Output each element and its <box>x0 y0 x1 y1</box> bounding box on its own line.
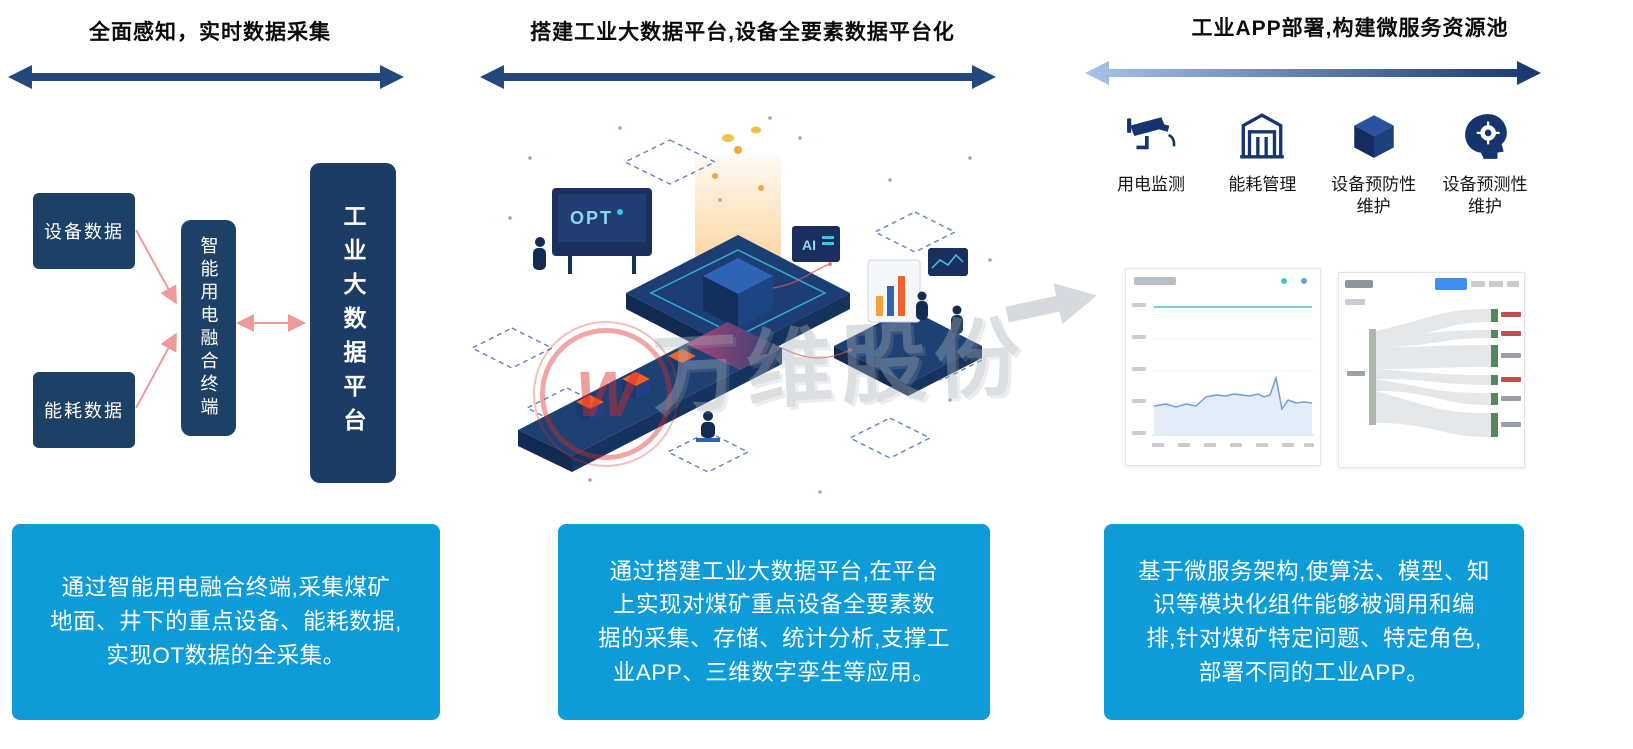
app-label: 设备预测性 维护 <box>1442 175 1528 217</box>
chart-tab-active <box>1435 278 1467 290</box>
column1-description-box: 通过智能用电融合终端,采集煤矿 地面、井下的重点设备、能耗数据, 实现OT数据的… <box>12 524 440 720</box>
watermark-stamp-letter: W <box>575 358 637 430</box>
app-power-monitoring: 用电监测 <box>1098 110 1204 218</box>
bidirectional-arrow-middle <box>480 65 996 89</box>
ai-panel-text: AI <box>802 237 816 253</box>
column2-title: 搭建工业大数据平台,设备全要素数据平台化 <box>530 21 955 44</box>
analytics-station <box>834 248 982 396</box>
platform-illustration: OPT AI <box>470 116 992 494</box>
watermark-stamp: W <box>533 321 679 467</box>
fusion-terminal-box: 智能用电融合终端 <box>181 220 236 436</box>
app-predictive-maintenance: 设备预测性 维护 <box>1432 110 1538 218</box>
flow-connector-arrows <box>135 229 306 409</box>
column2-description-box: 通过搭建工业大数据平台,在平台 上实现对煤矿重点设备全要素数 据的采集、存储、统… <box>558 524 990 720</box>
power-trend-chart-card <box>1125 268 1321 466</box>
column3-description: 基于微服务架构,使算法、模型、知 识等模块化组件能够被调用和编 排,针对煤矿特定… <box>1138 558 1490 685</box>
app-label: 能耗管理 <box>1228 175 1297 194</box>
watermark-company-text: 万维股份 <box>650 309 1031 425</box>
watermark-arrow-icon <box>1005 283 1097 325</box>
column2-description: 通过搭建工业大数据平台,在平台 上实现对煤矿重点设备全要素数 据的采集、存储、统… <box>598 558 950 685</box>
column1-description: 通过智能用电融合终端,采集煤矿 地面、井下的重点设备、能耗数据, 实现OT数据的… <box>50 575 402 668</box>
sankey-diagram-icon <box>1345 278 1521 437</box>
fusion-terminal-label: 智能用电融合终端 <box>198 236 219 420</box>
people-figures <box>533 237 963 442</box>
decor-dots-icon <box>508 116 992 494</box>
app-energy-management: 能耗管理 <box>1209 110 1315 218</box>
energy-data-box: 能耗数据 <box>33 372 135 448</box>
opt-screen-text: OPT <box>570 208 613 228</box>
device-data-box: 设备数据 <box>33 193 135 269</box>
cctv-camera-icon <box>1127 117 1176 150</box>
app-icons-row: 用电监测 能耗管理 设备预防性 维护 <box>1098 110 1538 218</box>
ai-panel: AI <box>792 226 840 262</box>
ai-head-icon <box>1465 114 1507 159</box>
bidirectional-arrow-right <box>1085 61 1541 85</box>
big-data-platform-label: 工业大数据平台 <box>340 204 366 442</box>
connector-lines <box>772 262 852 359</box>
warehouse-icon <box>1240 113 1285 159</box>
app-label: 设备预防性 维护 <box>1331 175 1417 217</box>
opt-screen: OPT <box>552 188 652 274</box>
app-label: 用电监测 <box>1117 175 1185 194</box>
big-data-platform-box: 工业大数据平台 <box>310 163 396 483</box>
floating-particles-icon <box>712 126 764 191</box>
app-preventive-maintenance: 设备预防性 维护 <box>1321 110 1427 218</box>
energy-data-label: 能耗数据 <box>44 401 124 421</box>
line-chart-icon <box>1132 277 1314 447</box>
column3-description-box: 基于微服务架构,使算法、模型、知 识等模块化组件能够被调用和编 排,针对煤矿特定… <box>1104 524 1524 720</box>
sankey-chart-card <box>1338 272 1525 468</box>
cube-icon <box>1353 115 1394 158</box>
column3-title: 工业APP部署,构建微服务资源池 <box>1191 17 1509 40</box>
bidirectional-arrow-left <box>8 65 404 89</box>
device-data-label: 设备数据 <box>44 222 124 242</box>
column1-title: 全面感知，实时数据采集 <box>89 21 331 44</box>
